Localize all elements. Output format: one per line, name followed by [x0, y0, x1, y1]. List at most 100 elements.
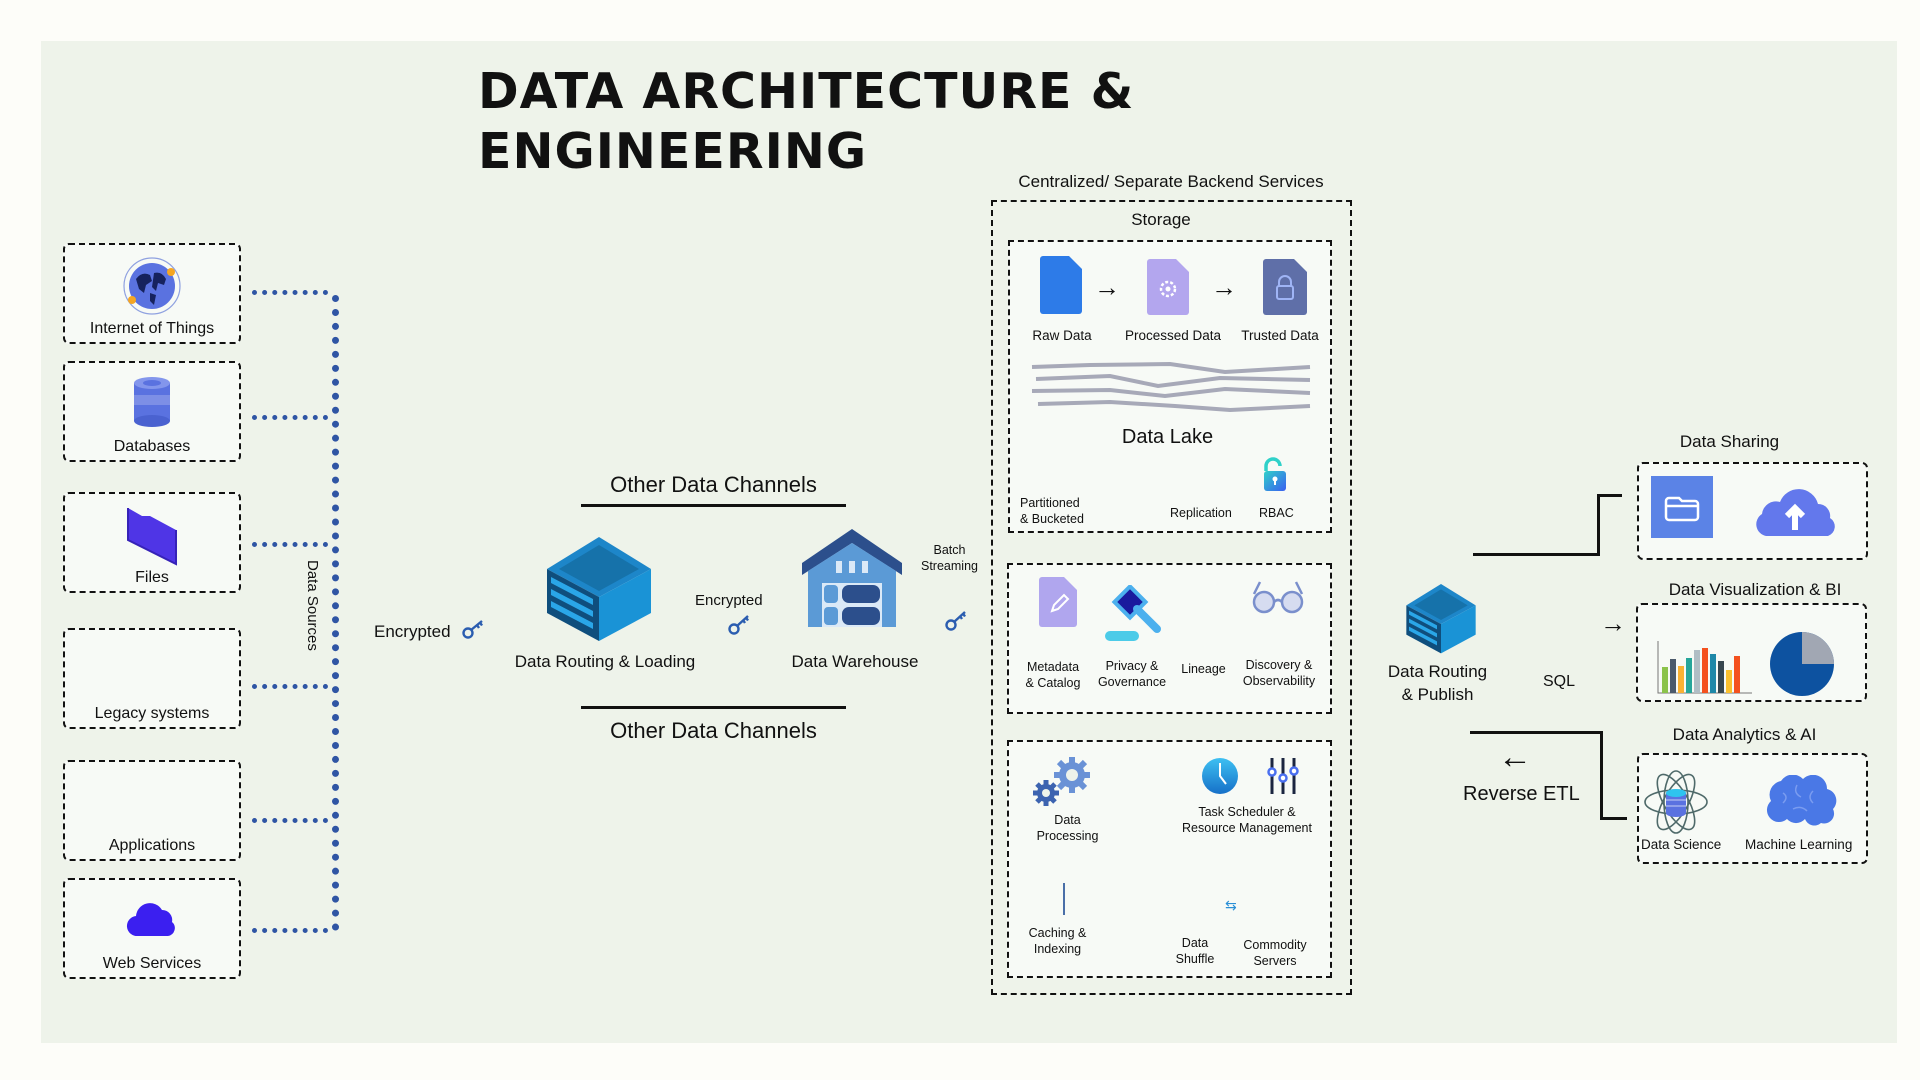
other-channels-top: Other Data Channels [610, 472, 817, 497]
compute-label: Data Processing [1036, 813, 1099, 843]
consumer-title: Data Visualization & BI [1668, 580, 1842, 599]
source-label: Internet of Things [89, 320, 215, 337]
data-sources-label: Data Sources [304, 560, 321, 651]
connector-reverse-etl [1600, 731, 1603, 820]
shuffle-icon: ⇆ [1225, 897, 1237, 913]
gavel-icon[interactable] [1103, 585, 1167, 643]
connector-web-services [252, 928, 328, 933]
connector-iot [252, 290, 328, 295]
bar [1710, 654, 1716, 693]
connector-data-sharing [1597, 494, 1600, 556]
bar [1662, 667, 1668, 693]
processed-data-file-icon[interactable] [1147, 259, 1189, 315]
encrypted-label: Encrypted [695, 592, 763, 609]
brain-icon[interactable] [1763, 775, 1837, 827]
compute-label: Commodity Servers [1243, 938, 1307, 968]
key-icon [462, 620, 483, 639]
server-icon[interactable] [1405, 582, 1477, 654]
feature-label: RBAC [1259, 506, 1294, 520]
source-box-files[interactable]: Files [63, 492, 241, 593]
bar [1702, 648, 1708, 693]
glasses-icon[interactable] [1250, 580, 1306, 614]
compute-label: Caching & Indexing [1028, 926, 1087, 956]
database-icon [134, 377, 170, 427]
storage-title: Storage [1131, 210, 1191, 229]
arrow-right-icon: → [1211, 272, 1237, 302]
sql-label: SQL [1543, 673, 1576, 690]
cloud-upload-icon[interactable] [1752, 486, 1838, 536]
feature-label: Partitioned & Bucketed [1020, 496, 1084, 526]
source-box-iot[interactable]: Internet of Things [63, 243, 241, 344]
source-box-databases[interactable]: Databases [63, 361, 241, 462]
pie-slice [1802, 632, 1834, 664]
source-label: Applications [108, 837, 196, 854]
other-channels-bottom: Other Data Channels [610, 718, 817, 743]
consumer-item-label: Data Science [1641, 837, 1722, 852]
routing-publish-label: Data Routing & Publish [1387, 662, 1488, 704]
data-lake-waves-icon [1031, 362, 1311, 413]
data-lake-label: Data Lake [1121, 426, 1214, 448]
channel-rule-top [581, 504, 846, 507]
connector-data-sharing [1473, 553, 1600, 556]
warehouse-label: Data Warehouse [791, 652, 919, 671]
folder-icon [127, 508, 177, 566]
cloud-icon [126, 903, 175, 937]
bar [1726, 670, 1732, 693]
feature-label: Replication [1170, 506, 1232, 520]
consumer-title: Data Analytics & AI [1672, 725, 1817, 744]
governance-label: Privacy & Governance [1097, 659, 1167, 689]
sliders-icon[interactable] [1267, 758, 1299, 794]
unlock-icon [1264, 457, 1286, 491]
metadata-catalog-icon[interactable] [1039, 577, 1077, 627]
compute-label: Data Shuffle [1175, 936, 1215, 966]
batch-streaming-label: Batch Streaming [921, 543, 978, 573]
bar [1678, 666, 1684, 693]
source-label: Web Services [102, 955, 202, 972]
key-icon [728, 615, 749, 635]
shared-folder-icon[interactable] [1651, 476, 1713, 538]
diagram-canvas [41, 41, 1897, 1043]
connector-legacy [252, 684, 328, 689]
page-title: DATA ARCHITECTURE & ENGINEERING [478, 63, 1135, 180]
source-label: Legacy systems [94, 705, 210, 722]
stage-label: Trusted Data [1241, 328, 1319, 343]
data-sources-bus [332, 295, 339, 931]
trusted-data-file-icon[interactable] [1263, 259, 1307, 315]
clock-icon[interactable] [1201, 757, 1239, 795]
gears-icon[interactable] [1030, 755, 1096, 811]
connector-reverse-etl [1470, 731, 1603, 734]
key-icon [945, 611, 966, 631]
connector-data-sharing [1597, 494, 1622, 497]
data-science-atom-icon[interactable] [1643, 769, 1709, 835]
bar [1718, 661, 1724, 693]
governance-label: Metadata & Catalog [1025, 660, 1081, 690]
stage-label: Processed Data [1124, 328, 1222, 343]
bar [1670, 659, 1676, 693]
arrow-right-icon: → [1600, 608, 1626, 638]
pie-chart-icon [1770, 632, 1834, 696]
source-label: Databases [113, 438, 191, 455]
reverse-etl-label: Reverse ETL [1463, 783, 1580, 805]
governance-label: Lineage [1181, 662, 1226, 676]
bar [1686, 658, 1692, 693]
bar-chart-icon [1657, 641, 1752, 694]
source-box-web-services[interactable]: Web Services [63, 878, 241, 979]
routing-loading-label: Data Routing & Loading [514, 652, 696, 671]
consumer-item-label: Machine Learning [1745, 837, 1853, 852]
source-label: Files [135, 569, 169, 586]
source-box-legacy[interactable]: Legacy systems [63, 628, 241, 729]
server-icon[interactable] [545, 535, 653, 641]
warehouse-icon[interactable] [800, 527, 904, 633]
connector-applications [252, 818, 328, 823]
raw-data-file-icon[interactable] [1040, 256, 1082, 314]
connector-files [252, 542, 328, 547]
consumer-title: Data Sharing [1679, 432, 1780, 451]
encrypted-label: Encrypted [374, 622, 451, 641]
globe-icon [123, 257, 181, 315]
backend-title: Centralized/ Separate Backend Services [1018, 172, 1324, 191]
arrow-right-icon: → [1094, 272, 1120, 302]
source-box-applications[interactable]: Applications [63, 760, 241, 861]
connector-databases [252, 415, 328, 420]
arrow-left-icon: ← [1498, 738, 1532, 776]
channel-rule-bottom [581, 706, 846, 709]
